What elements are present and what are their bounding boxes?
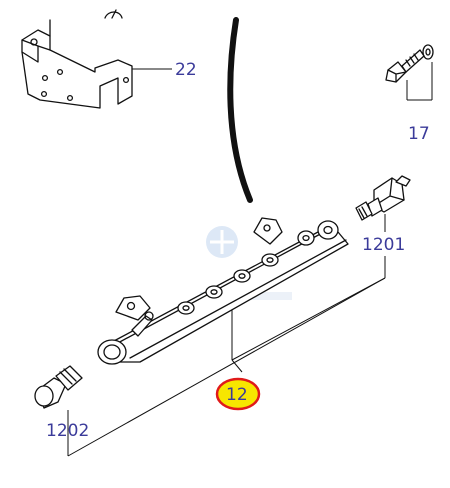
fuel-rail-part-12[interactable] xyxy=(97,217,349,365)
callout-1201: 1201 xyxy=(362,235,405,255)
pressure-sensor-part-1201[interactable] xyxy=(355,175,411,221)
callout-22: 22 xyxy=(175,60,197,80)
callout-17: 17 xyxy=(408,124,430,144)
plug-part-1202[interactable] xyxy=(34,365,83,409)
hose-clip-fragment xyxy=(104,9,123,19)
callout-12-highlight[interactable]: 12 xyxy=(215,377,261,411)
callout-1202: 1202 xyxy=(46,421,89,441)
callout-12: 12 xyxy=(226,385,248,405)
fuel-hose xyxy=(227,17,253,203)
bolt-part-17[interactable] xyxy=(385,44,434,83)
bracket-part-22[interactable] xyxy=(21,19,133,109)
rail-outlet-bosses xyxy=(177,220,339,315)
